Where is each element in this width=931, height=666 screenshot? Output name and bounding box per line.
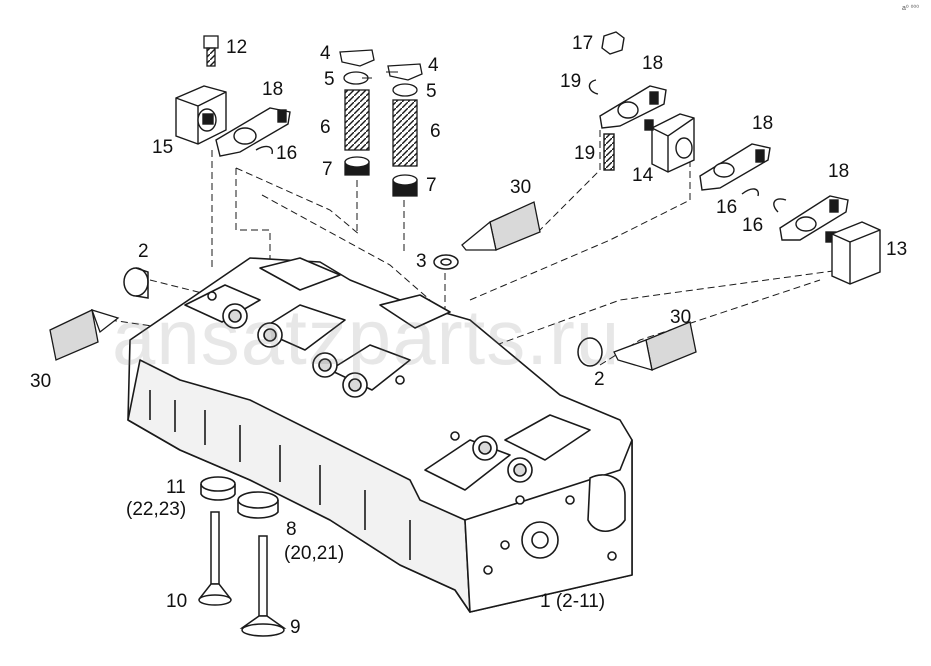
rocker-arm-18-mid <box>699 143 771 197</box>
callout-18-upper-right: 18 <box>642 53 664 74</box>
callout-4-right: 4 <box>428 55 439 76</box>
callout-30-left: 30 <box>30 371 52 392</box>
callout-19-top: 19 <box>560 71 582 92</box>
bracket-13 <box>831 221 881 285</box>
callout-3: 3 <box>416 251 427 272</box>
callout-4-left: 4 <box>320 43 331 64</box>
callout-11: 11 <box>166 477 186 498</box>
callout-6-left: 6 <box>320 117 331 138</box>
callout-7-left: 7 <box>322 159 333 180</box>
callout-13: 13 <box>886 239 908 260</box>
plug-2-left <box>123 267 149 299</box>
callout-5-right: 5 <box>426 81 437 102</box>
callout-10: 10 <box>166 591 188 612</box>
valves <box>198 511 287 637</box>
callout-8-sub: (20,21) <box>284 543 345 564</box>
callout-16-left: 16 <box>276 143 298 164</box>
callout-12: 12 <box>226 37 248 58</box>
callout-5-left: 5 <box>324 69 335 90</box>
bracket-15 <box>175 85 227 145</box>
callout-19-bottom: 19 <box>574 143 596 164</box>
callout-16-right: 16 <box>742 215 764 236</box>
callout-8: 8 <box>286 519 297 540</box>
callout-15: 15 <box>152 137 174 158</box>
upper-right-assembly <box>588 31 695 173</box>
assembly-lines <box>109 130 841 420</box>
plug-2-right <box>577 337 603 367</box>
callout-11-sub: (22,23) <box>126 499 187 520</box>
cylinder-head <box>127 257 633 613</box>
callout-30-top: 30 <box>510 177 532 198</box>
rocker-arm-18-right <box>773 195 849 243</box>
callout-18-right: 18 <box>828 161 850 182</box>
callout-18-left: 18 <box>262 79 284 100</box>
callout-1: 1 (2-11) <box>540 591 606 612</box>
valve-spring-stack-right <box>387 63 423 197</box>
callout-16-mid: 16 <box>716 197 738 218</box>
callout-17: 17 <box>572 33 594 54</box>
rocker-arm-18-left <box>215 107 291 157</box>
bolt-12 <box>203 35 219 67</box>
leader-lines <box>362 71 398 79</box>
valve-spring-stack-left <box>339 49 375 176</box>
sealant-tube-30-right <box>613 321 697 371</box>
seal-3 <box>433 254 459 270</box>
callout-6-right: 6 <box>430 121 441 142</box>
callout-30-right: 30 <box>670 307 692 328</box>
callout-7-right: 7 <box>426 175 437 196</box>
watermark: ansatzparts.ru <box>112 293 621 381</box>
callout-2-right: 2 <box>594 369 605 390</box>
sealant-tube-30-left <box>49 308 120 361</box>
sealant-tube-30-top <box>461 201 541 251</box>
corner-mark: a⁰ ⁰⁰⁰ <box>901 5 919 12</box>
callout-9: 9 <box>290 617 301 638</box>
callout-14: 14 <box>632 165 654 186</box>
valve-seats <box>200 476 279 519</box>
callout-18-mid: 18 <box>752 113 774 134</box>
callout-2-left: 2 <box>138 241 149 262</box>
